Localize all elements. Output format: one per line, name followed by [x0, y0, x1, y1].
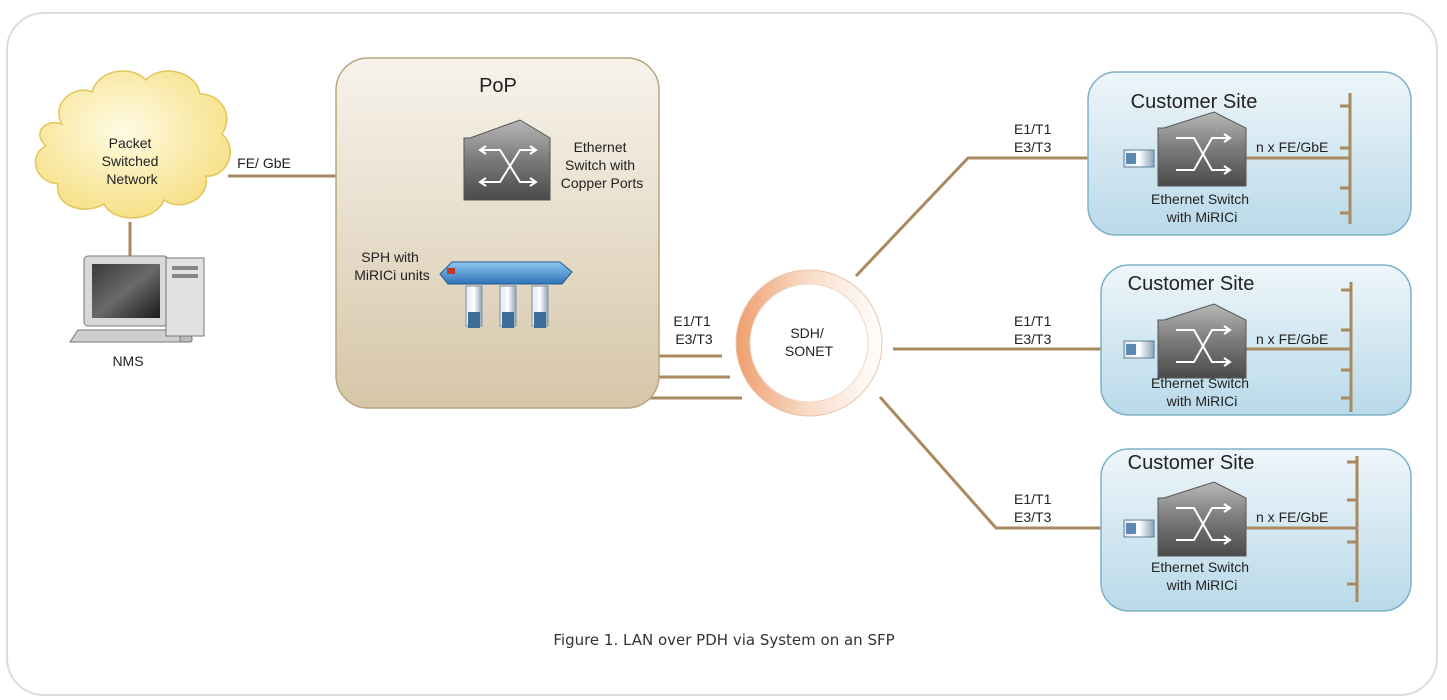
sfp-module	[1123, 519, 1155, 538]
packet-switched-network-cloud	[34, 70, 232, 219]
customer-site-title: Customer Site	[1131, 91, 1258, 113]
switch-arrows-icon	[1176, 503, 1232, 545]
sdh-sonet-ring	[735, 269, 883, 417]
site-switch-label: Ethernet Switch with MiRICi	[1151, 559, 1253, 593]
sfp-module	[531, 285, 549, 328]
site-lan-label: n x FE/GbE	[1256, 139, 1328, 155]
sfp-module	[465, 285, 483, 328]
link-ring-site1	[854, 156, 1122, 278]
customer-site-title: Customer Site	[1128, 273, 1255, 295]
fe-gbe-label: FE/ GbE	[237, 155, 291, 171]
nms-label: NMS	[112, 353, 143, 369]
site-link-label: E1/T1 E3/T3	[1014, 491, 1055, 525]
pop-ethernet-switch	[463, 119, 551, 201]
pop-box: PoP	[335, 57, 660, 409]
ring-label: SDH/ SONET	[785, 325, 834, 359]
switch-arrows-icon	[478, 145, 538, 187]
customer-ethernet-switch	[1157, 481, 1247, 557]
sfp-module	[1123, 340, 1155, 359]
sph-label: SPH with MiRICi units	[354, 249, 429, 283]
sph-device	[439, 261, 573, 328]
customer-site: Customer Site E1/T1 E3/T3 n x F	[1014, 264, 1412, 416]
site-link-label: E1/T1 E3/T3	[1014, 121, 1055, 155]
site-lan-label: n x FE/GbE	[1256, 509, 1328, 525]
lan-bus	[1246, 93, 1352, 224]
customer-ethernet-switch	[1157, 303, 1247, 379]
site-switch-label: Ethernet Switch with MiRICi	[1151, 375, 1253, 409]
customer-site-title: Customer Site	[1128, 452, 1255, 474]
lan-bus	[1246, 456, 1359, 602]
customer-site: Customer Site E1/T1 E3/T3 n x F	[1014, 448, 1412, 612]
switch-arrows-icon	[1176, 133, 1232, 175]
pop-title: PoP	[479, 75, 517, 97]
pop-switch-label: Ethernet Switch with Copper Ports	[561, 139, 643, 191]
sfp-module	[1123, 149, 1155, 168]
site-lan-label: n x FE/GbE	[1256, 331, 1328, 347]
lan-bus	[1246, 282, 1353, 412]
customer-ethernet-switch	[1157, 111, 1247, 187]
sfp-module	[499, 285, 517, 328]
link-ring-site3	[878, 396, 1122, 530]
cloud-label: Packet Switched Network	[102, 135, 163, 187]
switch-arrows-icon	[1176, 325, 1232, 367]
nms-computer-icon	[69, 255, 205, 343]
site-switch-label: Ethernet Switch with MiRICi	[1151, 191, 1253, 225]
figure-caption: Figure 1. LAN over PDH via System on an …	[553, 631, 894, 649]
site-link-label: E1/T1 E3/T3	[1014, 313, 1055, 347]
pop-link-label: E1/T1 E3/T3	[673, 313, 714, 347]
customer-site: Customer Site E1/T1 E3/T3 n x F	[1014, 71, 1412, 236]
